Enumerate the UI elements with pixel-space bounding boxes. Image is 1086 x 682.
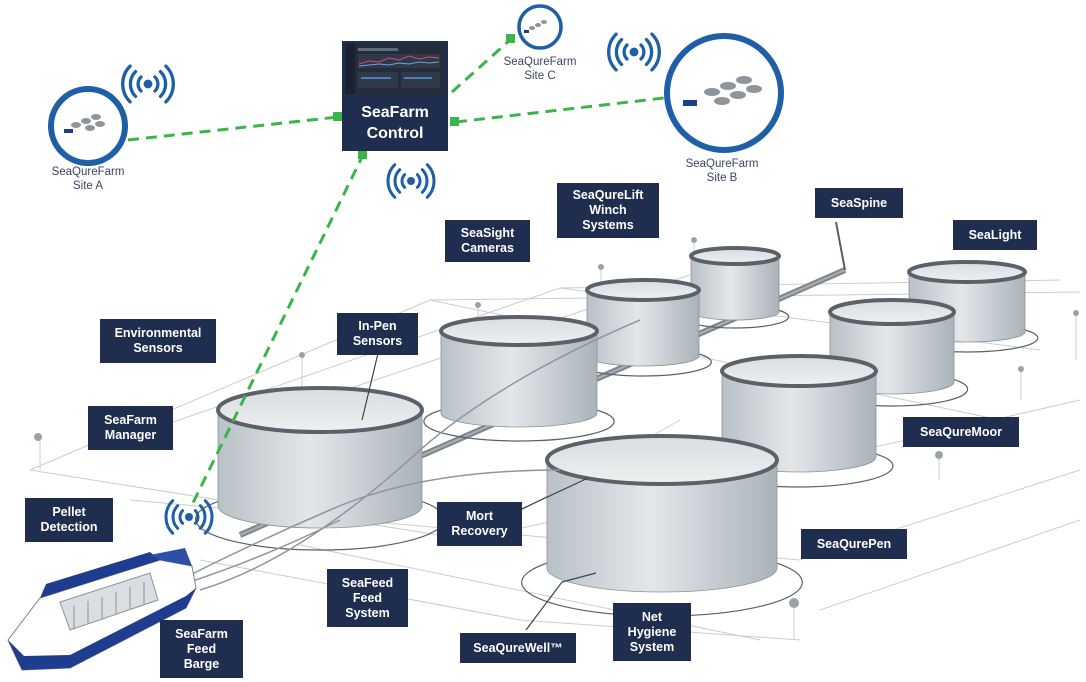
label-seasight: SeaSight Cameras bbox=[445, 220, 530, 262]
pen bbox=[895, 260, 1039, 353]
pen bbox=[423, 315, 615, 442]
label-net-hygiene: Net Hygiene System bbox=[613, 603, 691, 661]
site-c-caption: SeaQureFarm Site C bbox=[480, 55, 600, 83]
site-a-ring bbox=[48, 86, 128, 166]
pen-rim bbox=[585, 278, 701, 302]
pen bbox=[521, 434, 803, 617]
pen-wall bbox=[546, 459, 778, 593]
label-sealight: SeaLight bbox=[953, 220, 1037, 250]
pen-rim bbox=[720, 354, 878, 388]
pen-wall bbox=[440, 330, 598, 428]
wifi-signal-icon bbox=[164, 499, 214, 535]
pen bbox=[574, 278, 712, 377]
seafarm-control-panel: SeaFarm Control bbox=[342, 41, 448, 151]
site-b-ring bbox=[664, 33, 784, 153]
site-b-caption: SeaQureFarm Site B bbox=[662, 157, 782, 185]
label-pellet: Pellet Detection bbox=[25, 498, 113, 542]
pen-rim bbox=[689, 246, 781, 266]
label-seaqurewell: SeaQureWell™ bbox=[460, 633, 576, 663]
site-c-label: Site C bbox=[524, 70, 556, 82]
feed-barge bbox=[7, 548, 197, 671]
label-seaquremoor: SeaQureMoor bbox=[903, 417, 1019, 447]
signal-icons bbox=[121, 32, 661, 535]
site-b-name: SeaQureFarm bbox=[685, 158, 759, 170]
label-manager: SeaFarm Manager bbox=[88, 406, 173, 450]
link-endpoints bbox=[333, 34, 515, 159]
site-b-label: Site B bbox=[706, 172, 738, 184]
label-feedsystem: SeaFeed Feed System bbox=[327, 569, 408, 627]
pen-rim bbox=[907, 260, 1027, 284]
label-environmental: Environmental Sensors bbox=[100, 319, 216, 363]
site-a-caption: SeaQureFarm Site A bbox=[28, 165, 148, 193]
label-mort: Mort Recovery bbox=[437, 502, 522, 546]
site-c-ring bbox=[517, 4, 563, 50]
site-a-label: Site A bbox=[72, 180, 104, 192]
wifi-signal-icon bbox=[121, 64, 175, 104]
pen-rim bbox=[439, 315, 599, 347]
feed-hoses bbox=[189, 319, 641, 591]
pen-rim bbox=[828, 298, 956, 326]
pen bbox=[680, 246, 790, 329]
buoys bbox=[34, 237, 1079, 608]
wifi-signal-icon bbox=[386, 163, 436, 199]
site-a-name: SeaQureFarm bbox=[51, 166, 125, 178]
network-links bbox=[127, 38, 665, 506]
label-seaqurelift: SeaQureLift Winch Systems bbox=[557, 183, 659, 238]
pen-rim bbox=[545, 434, 779, 486]
dashboard-screen-thumbnail bbox=[345, 44, 445, 94]
site-c-name: SeaQureFarm bbox=[503, 56, 577, 68]
label-inpen: In-Pen Sensors bbox=[337, 313, 418, 355]
pen-rim bbox=[216, 386, 424, 434]
label-seaqurepen: SeaQurePen bbox=[801, 529, 907, 559]
pen bbox=[194, 386, 446, 551]
label-barge: SeaFarm Feed Barge bbox=[160, 620, 243, 678]
label-seaspine: SeaSpine bbox=[815, 188, 903, 218]
wifi-signal-icon bbox=[607, 32, 661, 72]
control-title: SeaFarm Control bbox=[361, 104, 429, 142]
